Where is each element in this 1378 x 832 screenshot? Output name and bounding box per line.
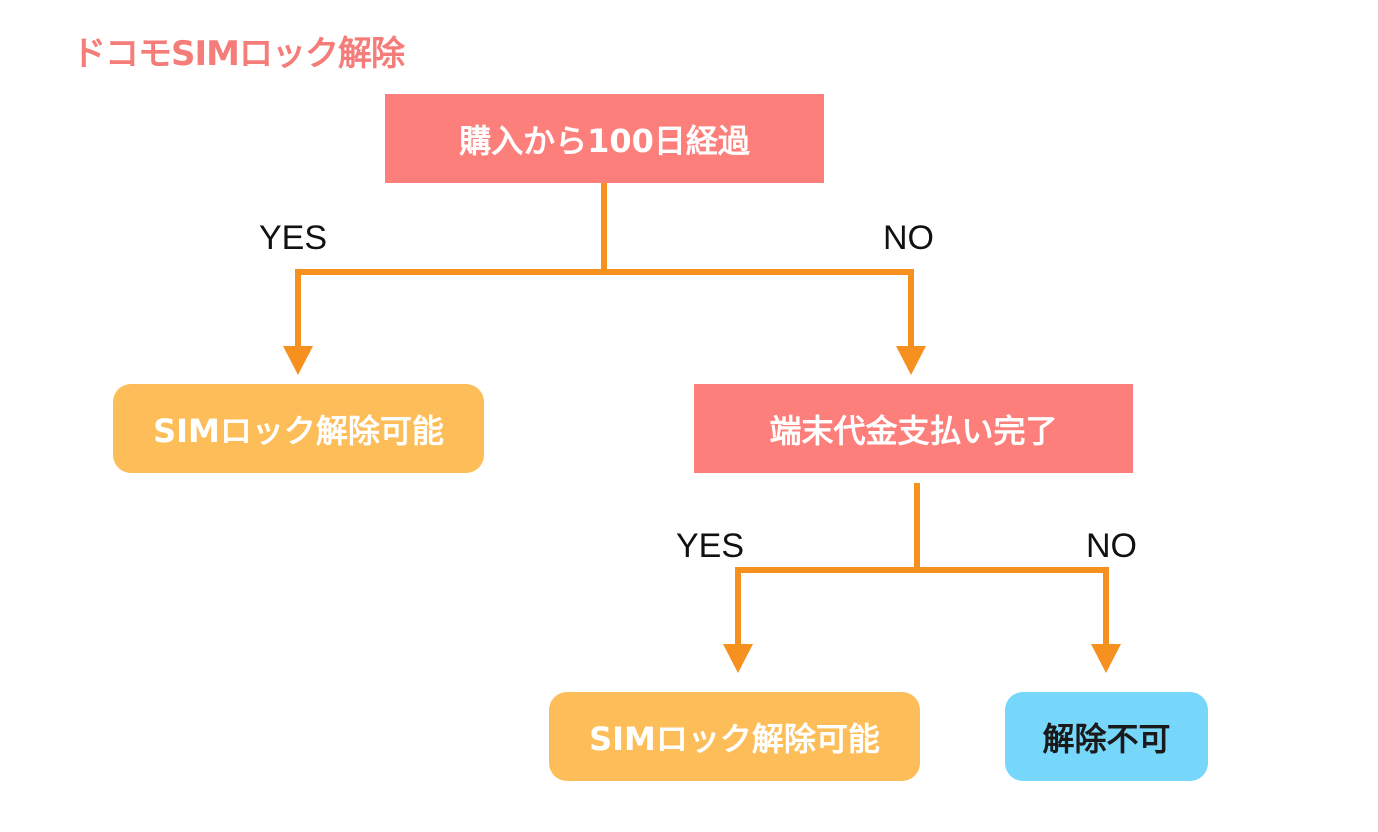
arrowhead-q2-yes bbox=[723, 644, 753, 673]
decision-payment-complete: 端末代金支払い完了 bbox=[694, 384, 1133, 473]
arrowhead-q1-no bbox=[896, 346, 926, 375]
edge-label-q2-no: NO bbox=[1086, 527, 1137, 565]
result-unlock-possible-2: SIMロック解除可能 bbox=[549, 692, 920, 781]
diagram-title: ドコモSIMロック解除 bbox=[72, 34, 405, 74]
edge-label-q1-yes: YES bbox=[259, 219, 328, 257]
result-unlock-possible-1: SIMロック解除可能 bbox=[113, 384, 484, 473]
result-unlock-not-possible: 解除不可 bbox=[1005, 692, 1208, 781]
arrowhead-q1-yes bbox=[283, 346, 313, 375]
edge-label-q2-yes: YES bbox=[676, 527, 745, 565]
arrowhead-q2-no bbox=[1091, 644, 1121, 673]
edge-label-q1-no: NO bbox=[883, 219, 934, 257]
decision-100-days: 購入から100日経過 bbox=[385, 94, 824, 183]
